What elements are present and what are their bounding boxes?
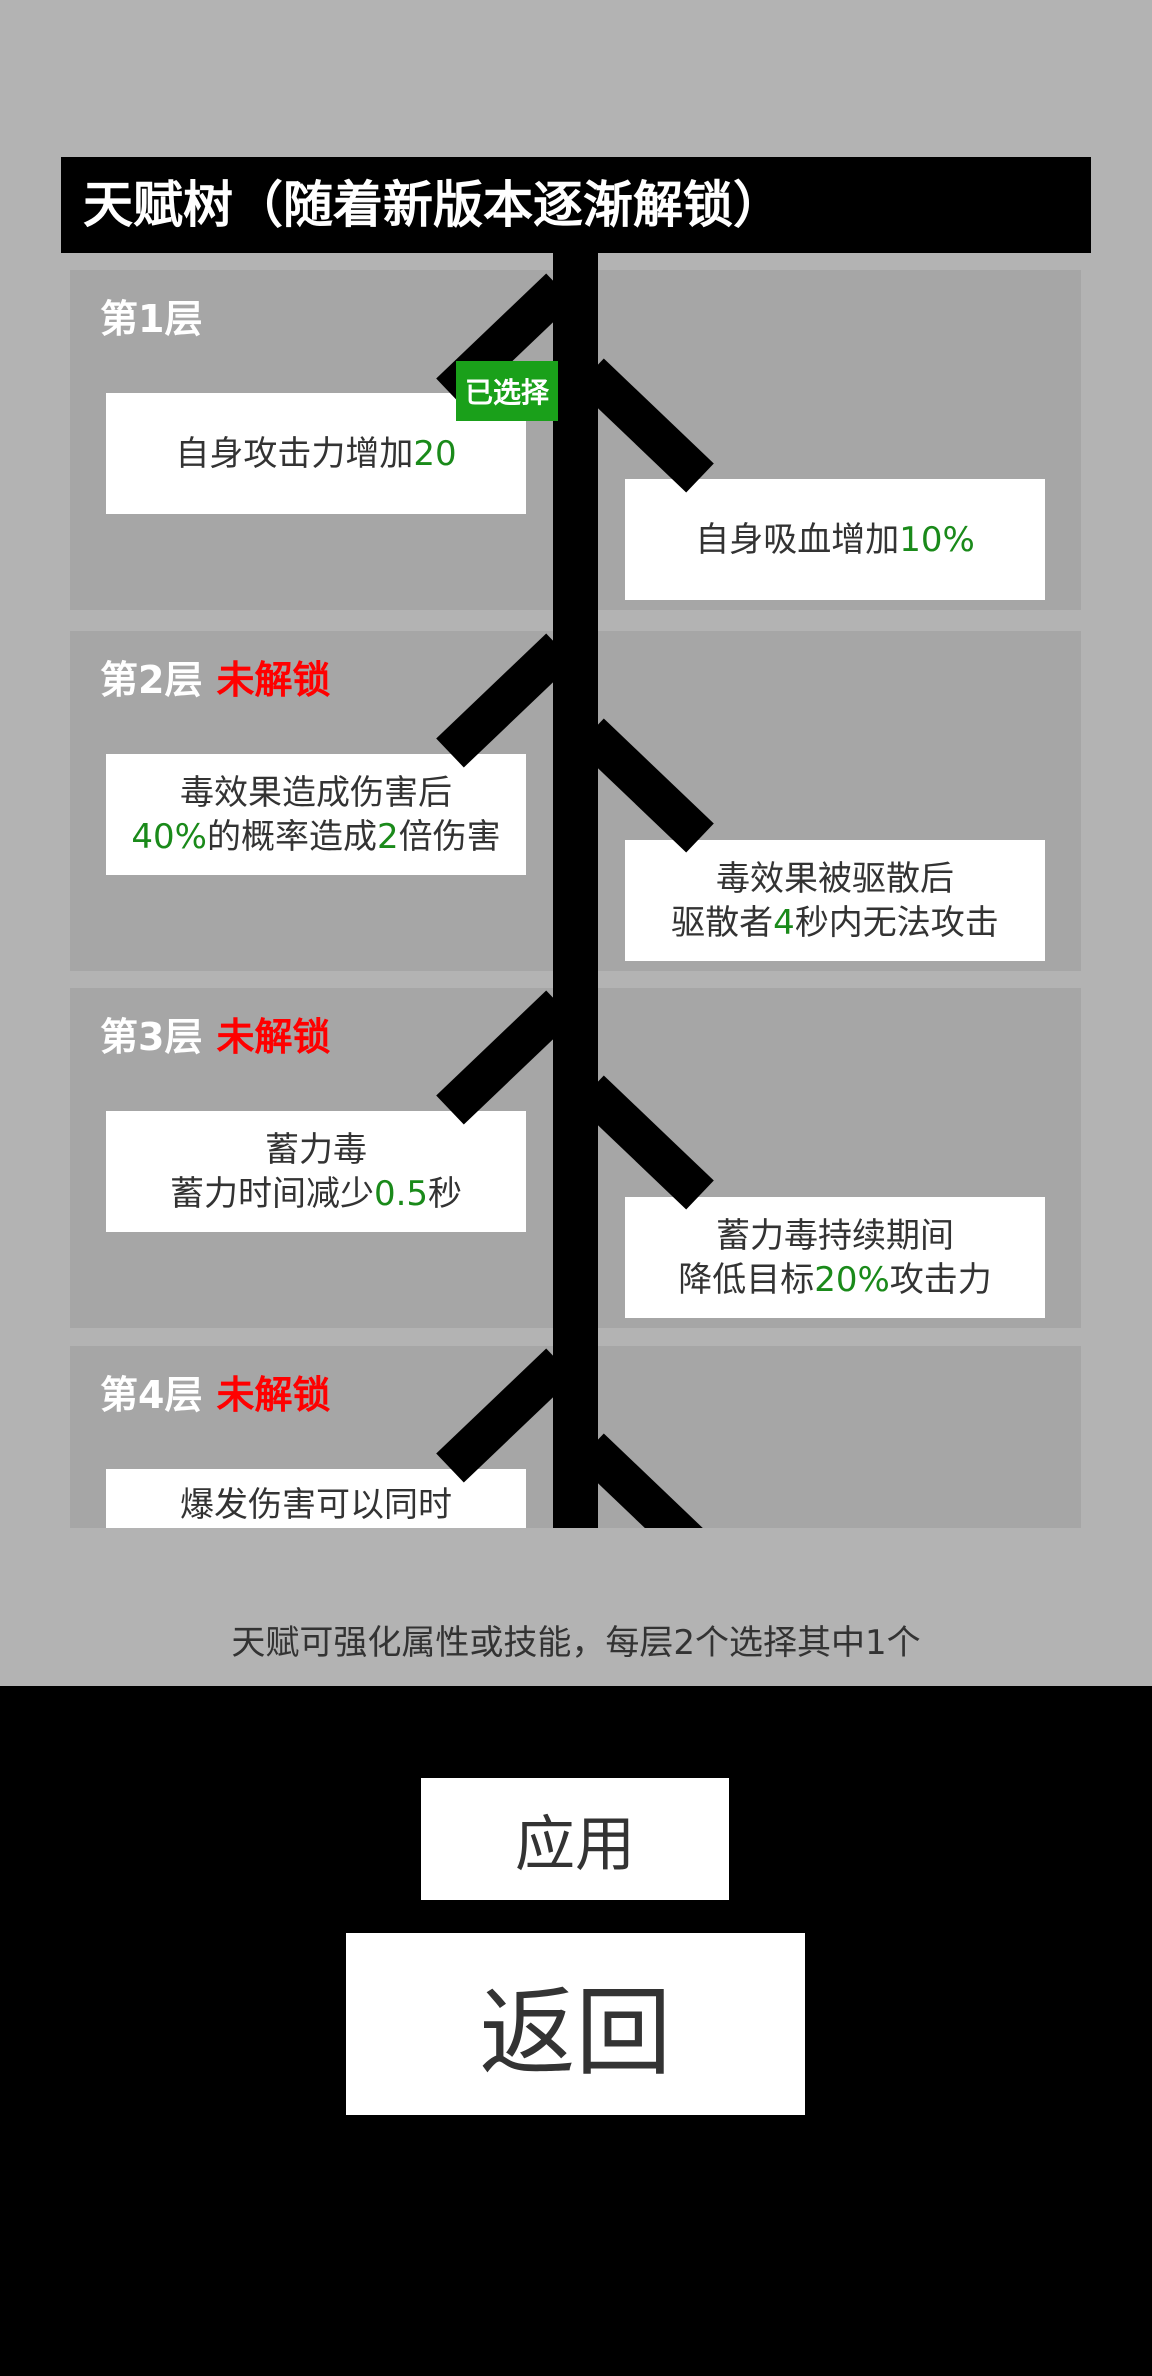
page-title: 天赋树（随着新版本逐渐解锁） <box>61 157 1091 253</box>
tree-branches <box>436 253 714 1528</box>
talent-card-2-right[interactable]: 毒效果被驱散后驱散者4秒内无法攻击 <box>625 840 1045 961</box>
selected-badge: 已选择 <box>456 361 558 421</box>
locked-label: 未解锁 <box>216 658 331 702</box>
talent-card-1-left[interactable]: 自身攻击力增加20 <box>106 393 526 514</box>
back-button[interactable]: 返回 <box>346 1933 805 2115</box>
tree-trunk <box>553 253 598 1528</box>
talent-card-4-left[interactable]: 爆发伤害可以同时 <box>106 1469 526 1528</box>
locked-label: 未解锁 <box>216 1015 331 1059</box>
talent-card-3-left[interactable]: 蓄力毒蓄力时间减少0.5秒 <box>106 1111 526 1232</box>
layer-label: 第1层 <box>100 297 203 341</box>
talent-card-1-right[interactable]: 自身吸血增加10% <box>625 479 1045 600</box>
branch-lines <box>436 273 714 1528</box>
talent-card-3-right[interactable]: 蓄力毒持续期间降低目标20%攻击力 <box>625 1197 1045 1318</box>
layer-label: 第4层未解锁 <box>100 1373 331 1417</box>
layer-label: 第2层未解锁 <box>100 658 331 702</box>
layer-label: 第3层未解锁 <box>100 1015 331 1059</box>
apply-button[interactable]: 应用 <box>421 1778 729 1900</box>
locked-label: 未解锁 <box>216 1373 331 1417</box>
hint-text: 天赋可强化属性或技能，每层2个选择其中1个 <box>231 1623 921 1663</box>
